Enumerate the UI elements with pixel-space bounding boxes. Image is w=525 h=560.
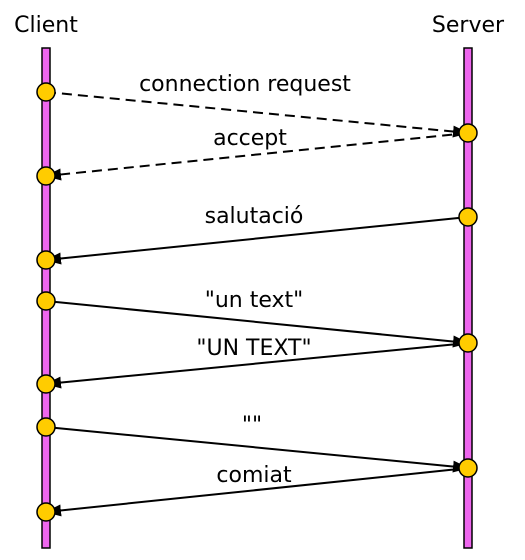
message-label-salutacio: salutació — [205, 204, 304, 229]
message-label-connection-request: connection request — [139, 72, 351, 97]
message-label-accept: accept — [213, 126, 287, 151]
message-arrow-UN-TEXT — [45, 342, 469, 389]
client-event-node — [36, 250, 56, 270]
server-event-node — [458, 207, 478, 227]
message-arrow-salutacio — [45, 216, 469, 265]
message-arrow-connection-request — [45, 91, 469, 138]
participant-client-label: Client — [14, 13, 78, 38]
message-label-un-text: "un text" — [205, 288, 304, 313]
client-event-node — [36, 502, 56, 522]
message-label-comiat: comiat — [216, 463, 292, 488]
client-event-node — [36, 417, 56, 437]
server-lifeline — [463, 47, 473, 549]
client-event-node — [36, 291, 56, 311]
server-event-node — [458, 333, 478, 353]
server-event-node — [458, 458, 478, 478]
message-label-UN-TEXT: "UN TEXT" — [196, 336, 311, 361]
client-event-node — [36, 166, 56, 186]
message-arrow-empty-string — [45, 426, 469, 473]
participant-server-label: Server — [432, 13, 505, 38]
message-arrow-accept — [45, 132, 469, 181]
client-event-node — [36, 374, 56, 394]
server-event-node — [458, 123, 478, 143]
message-label-empty-string: "" — [242, 413, 262, 438]
message-arrow-un-text — [45, 300, 469, 348]
message-arrow-comiat — [45, 467, 469, 517]
client-event-node — [36, 82, 56, 102]
